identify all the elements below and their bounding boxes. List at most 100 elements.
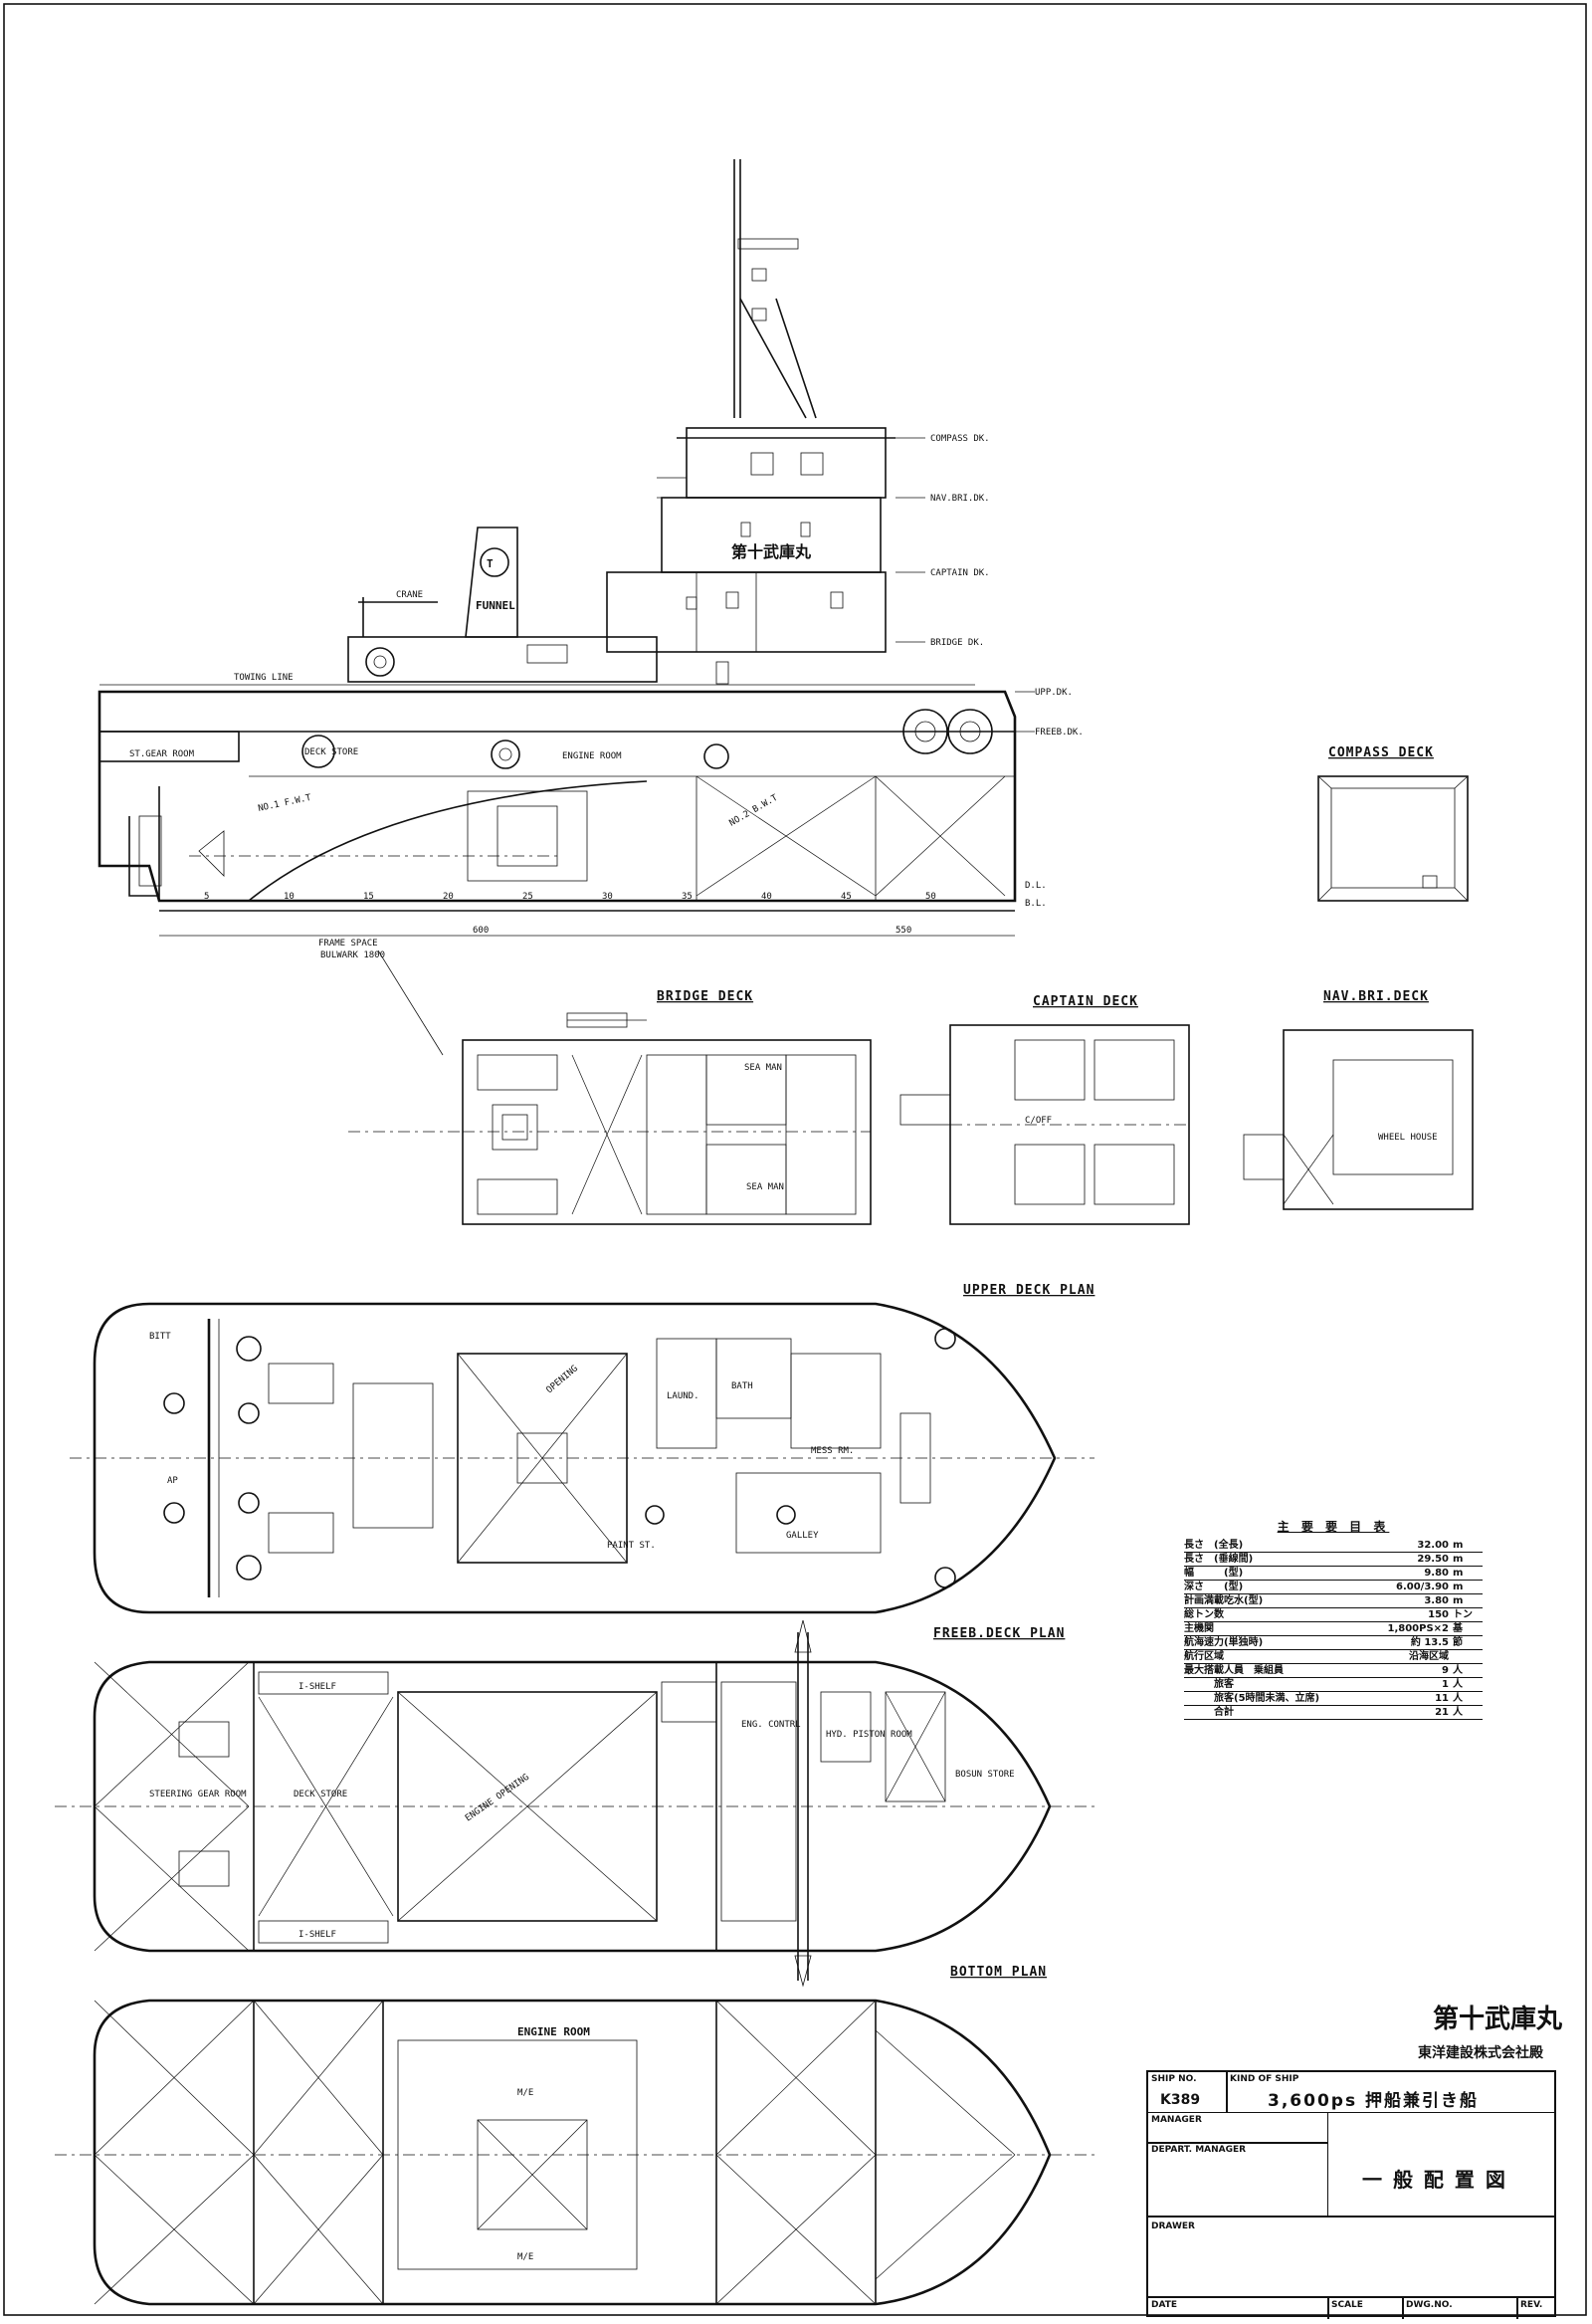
spec-row: 長さ (垂線間) 29.50 m [1184, 1553, 1483, 1567]
svg-text:NAV.BRI.DK.: NAV.BRI.DK. [930, 494, 990, 504]
ship-no-label: SHIP NO. [1151, 2074, 1197, 2084]
company-name: 東洋建設株式会社殿 [1418, 2045, 1543, 2061]
dl-label: D.L. [1025, 881, 1047, 891]
bottom-plan-title: BOTTOM PLAN [950, 1965, 1047, 1980]
bosun-store-label: BOSUN STORE [955, 1770, 1015, 1780]
bridge-deck-title: BRIDGE DECK [657, 989, 753, 1004]
depart-manager-label: DEPART. MANAGER [1151, 2145, 1247, 2155]
spec-value: 1 [1442, 1679, 1449, 1690]
laund-label: LAUND. [667, 1391, 699, 1401]
frame-numbers: 5 10 15 20 25 30 35 40 45 50 [204, 892, 936, 902]
spec-key: 長さ (全長) [1184, 1540, 1244, 1551]
principal-particulars-table: 主 要 要 目 表 長さ (全長) 32.00 m 長さ (垂線間) 29.50 m 幅 (… [1184, 1518, 1483, 1720]
spec-key: 航海速力(単独時) [1184, 1637, 1264, 1648]
svg-text:10: 10 [284, 892, 295, 902]
hull-outline [98, 690, 1017, 903]
steering-gear-room-label: STEERING GEAR ROOM [149, 1790, 247, 1799]
spec-value: 6.00/3.90 [1396, 1582, 1449, 1592]
spec-key: 長さ (垂線間) [1184, 1554, 1254, 1565]
spec-unit: 人 [1453, 1707, 1463, 1718]
spec-key: 合計 [1184, 1707, 1234, 1718]
sheet-border [3, 3, 1587, 2316]
spec-value: 29.50 [1417, 1554, 1449, 1565]
svg-text:I-SHELF: I-SHELF [298, 1930, 336, 1940]
c-off-label: C/OFF [1025, 1116, 1052, 1126]
shelf-label: I-SHELF [298, 1682, 336, 1692]
engine-room-profile-label: ENGINE ROOM [562, 751, 622, 761]
bridge-deck-view: BRIDGE DECK SEA MAN SEA MAN [348, 950, 872, 1225]
rev-label: REV. [1520, 2300, 1543, 2310]
manager-label: MANAGER [1151, 2115, 1202, 2125]
freeb-deck-title: FREEB.DECK PLAN [933, 1626, 1065, 1641]
spec-key: 最大搭載人員 乗組員 [1184, 1665, 1284, 1676]
spec-table-title: 主 要 要 目 表 [1277, 1520, 1390, 1534]
svg-text:50: 50 [925, 892, 936, 902]
svg-text:15: 15 [363, 892, 374, 902]
wheel-house-label: WHEEL HOUSE [1378, 1133, 1438, 1143]
frame-550-label: 550 [896, 926, 911, 936]
hull-ship-name: 第十武庫丸 [731, 542, 812, 561]
spec-value: 約 13.5 [1410, 1637, 1449, 1648]
spec-unit: トン [1453, 1609, 1473, 1620]
svg-text:T: T [487, 557, 494, 570]
date-label: DATE [1151, 2300, 1178, 2310]
drawer-label: DRAWER [1151, 2221, 1195, 2231]
bulwark-label: BULWARK 1800 [320, 951, 385, 960]
spec-unit: m [1453, 1554, 1464, 1565]
svg-text:5: 5 [204, 892, 209, 902]
kind-value: 3,600ps 押船兼引き船 [1268, 2091, 1479, 2111]
spec-key: 総トン数 [1184, 1609, 1224, 1620]
svg-text:35: 35 [682, 892, 693, 902]
spec-key: 旅客 [1184, 1679, 1234, 1690]
hyd-piston-room-label: HYD. PISTON ROOM [826, 1730, 912, 1740]
spec-value: 9 [1442, 1665, 1449, 1676]
main-engine-label: M/E [517, 2088, 533, 2098]
deck-store-freeb-label: DECK STORE [294, 1790, 347, 1799]
spec-value: 9.80 [1424, 1568, 1449, 1579]
deck-store-profile-label: DECK STORE [304, 747, 358, 757]
spec-unit: m [1453, 1582, 1464, 1592]
spec-value: 32.00 [1417, 1540, 1449, 1551]
nav-bri-deck-title: NAV.BRI.DECK [1323, 989, 1429, 1004]
spec-key: 幅 (型) [1184, 1568, 1244, 1579]
upper-deck-plan: UPPER DECK PLAN AP BITT OPENING PAINT ST… [70, 1283, 1094, 1614]
eng-contrl-label: ENG. CONTRL [741, 1720, 801, 1730]
spec-unit: 基 [1453, 1623, 1463, 1634]
svg-text:BRIDGE DK.: BRIDGE DK. [930, 638, 984, 648]
spec-value: 沿海区域 [1409, 1651, 1449, 1662]
sea-man-label: SEA MAN [744, 1063, 782, 1073]
st-gear-room-label: ST.GEAR ROOM [129, 749, 195, 759]
frame-600-label: 600 [473, 926, 489, 936]
svg-text:45: 45 [841, 892, 852, 902]
captain-deck-view: CAPTAIN DECK C/OFF [899, 994, 1190, 1225]
bitt-label: BITT [149, 1332, 171, 1342]
engine-room-bottom-label: ENGINE ROOM [517, 2025, 590, 2038]
compass-deck-title: COMPASS DECK [1328, 745, 1434, 760]
kind-label: KIND OF SHIP [1230, 2074, 1299, 2084]
svg-text:20: 20 [443, 892, 454, 902]
svg-text:SEA MAN: SEA MAN [746, 1182, 784, 1192]
title-block: SHIP NO. K389 KIND OF SHIP 3,600ps 押船兼引き… [1146, 2070, 1556, 2319]
towing-line-label: TOWING LINE [234, 673, 294, 683]
spec-row: 航海速力(単独時) 約 13.5 節 [1184, 1636, 1483, 1650]
upper-deck-title: UPPER DECK PLAN [963, 1283, 1094, 1298]
crane-label: CRANE [396, 590, 423, 600]
opening-label: OPENING [545, 1364, 580, 1395]
spec-unit: 人 [1453, 1679, 1463, 1690]
bath-label: BATH [731, 1381, 753, 1391]
nav-bri-deck-view: NAV.BRI.DECK WHEEL HOUSE [1243, 989, 1474, 1210]
spec-unit: 節 [1453, 1637, 1463, 1648]
funnel-label: FUNNEL [476, 599, 515, 612]
spec-unit: 人 [1453, 1693, 1463, 1704]
paint-st-label: PAINT ST. [607, 1541, 656, 1551]
